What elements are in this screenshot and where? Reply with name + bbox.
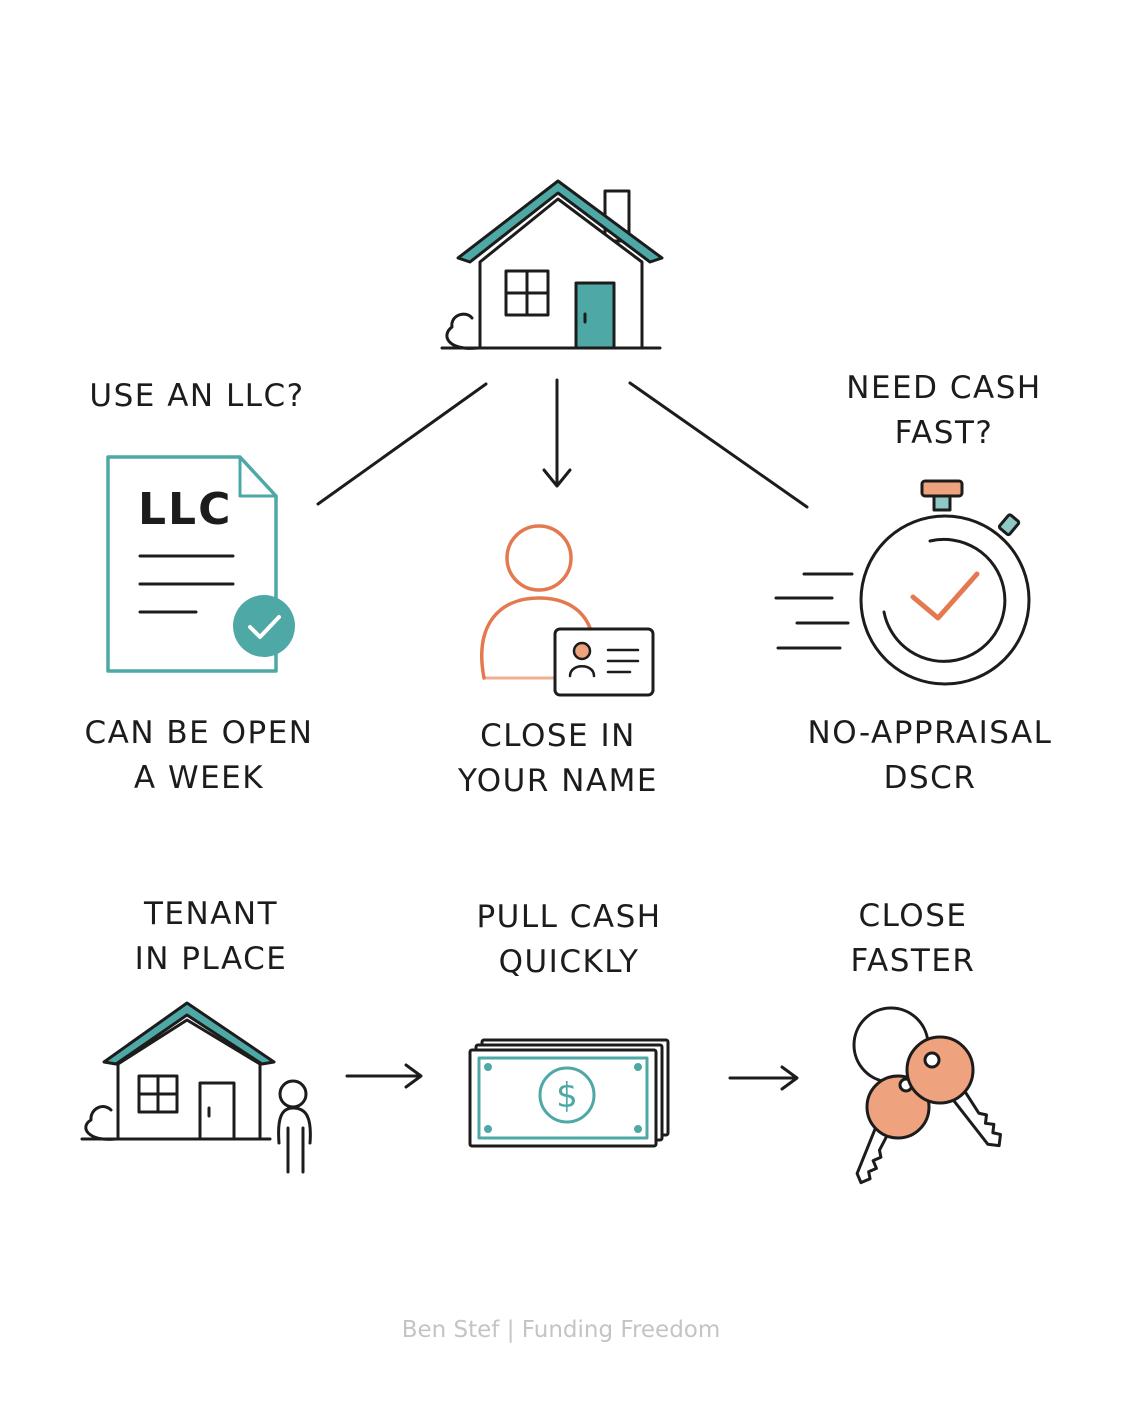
question-need-cash-line2: FAST? (894, 415, 994, 451)
step-label-pull-cash: PULL CASH QUICKLY (476, 895, 661, 985)
branch-line-right (628, 381, 809, 509)
cash-stack-icon: $ (468, 1038, 670, 1148)
step-label-close-faster-line2: FASTER (850, 943, 976, 979)
stopwatch-icon (774, 479, 1031, 686)
step-label-tenant: TENANT IN PLACE (135, 892, 288, 982)
step-label-pull-cash-line2: QUICKLY (498, 944, 640, 980)
option-label-dscr-line1: NO-APPRAISAL (807, 715, 1053, 751)
step-label-tenant-line1: TENANT (143, 896, 279, 932)
check-badge-icon (233, 595, 295, 657)
keys-icon (852, 1006, 1002, 1185)
question-use-llc-line1: USE AN LLC? (89, 378, 305, 414)
question-need-cash-line1: NEED CASH (846, 370, 1042, 406)
top-house-icon (440, 179, 664, 350)
llc-doc-title: LLC (138, 484, 232, 535)
footer-credit: Ben Stef | Funding Freedom (401, 1317, 721, 1343)
branch-line-left (316, 382, 488, 506)
option-label-close-in-name: CLOSE IN YOUR NAME (458, 714, 658, 804)
option-label-dscr-line2: DSCR (883, 760, 977, 796)
branch-arrowhead-center (542, 468, 572, 488)
step-label-pull-cash-line1: PULL CASH (476, 899, 662, 935)
question-use-llc: USE AN LLC? (89, 374, 304, 419)
step-label-close-faster: CLOSE FASTER (851, 894, 976, 984)
option-label-close-in-name-line2: YOUR NAME (458, 763, 658, 799)
flow-arrow-1 (345, 1063, 423, 1089)
llc-document-icon: LLC (106, 455, 295, 673)
option-label-dscr: NO-APPRAISAL DSCR (808, 711, 1053, 801)
step-label-tenant-line2: IN PLACE (134, 941, 288, 977)
option-label-llc-line1: CAN BE OPEN (84, 715, 314, 751)
flow-arrow-2 (728, 1065, 799, 1091)
step-label-close-faster-line1: CLOSE (858, 898, 968, 934)
option-label-llc-line2: A WEEK (133, 760, 265, 796)
house-with-tenant-icon (80, 1001, 312, 1174)
option-label-llc: CAN BE OPEN A WEEK (85, 711, 314, 801)
question-need-cash-fast: NEED CASH FAST? (846, 366, 1041, 456)
option-label-close-in-name-line1: CLOSE IN (480, 718, 636, 754)
person-id-card-icon (480, 524, 655, 697)
dollar-sign: $ (556, 1076, 578, 1116)
